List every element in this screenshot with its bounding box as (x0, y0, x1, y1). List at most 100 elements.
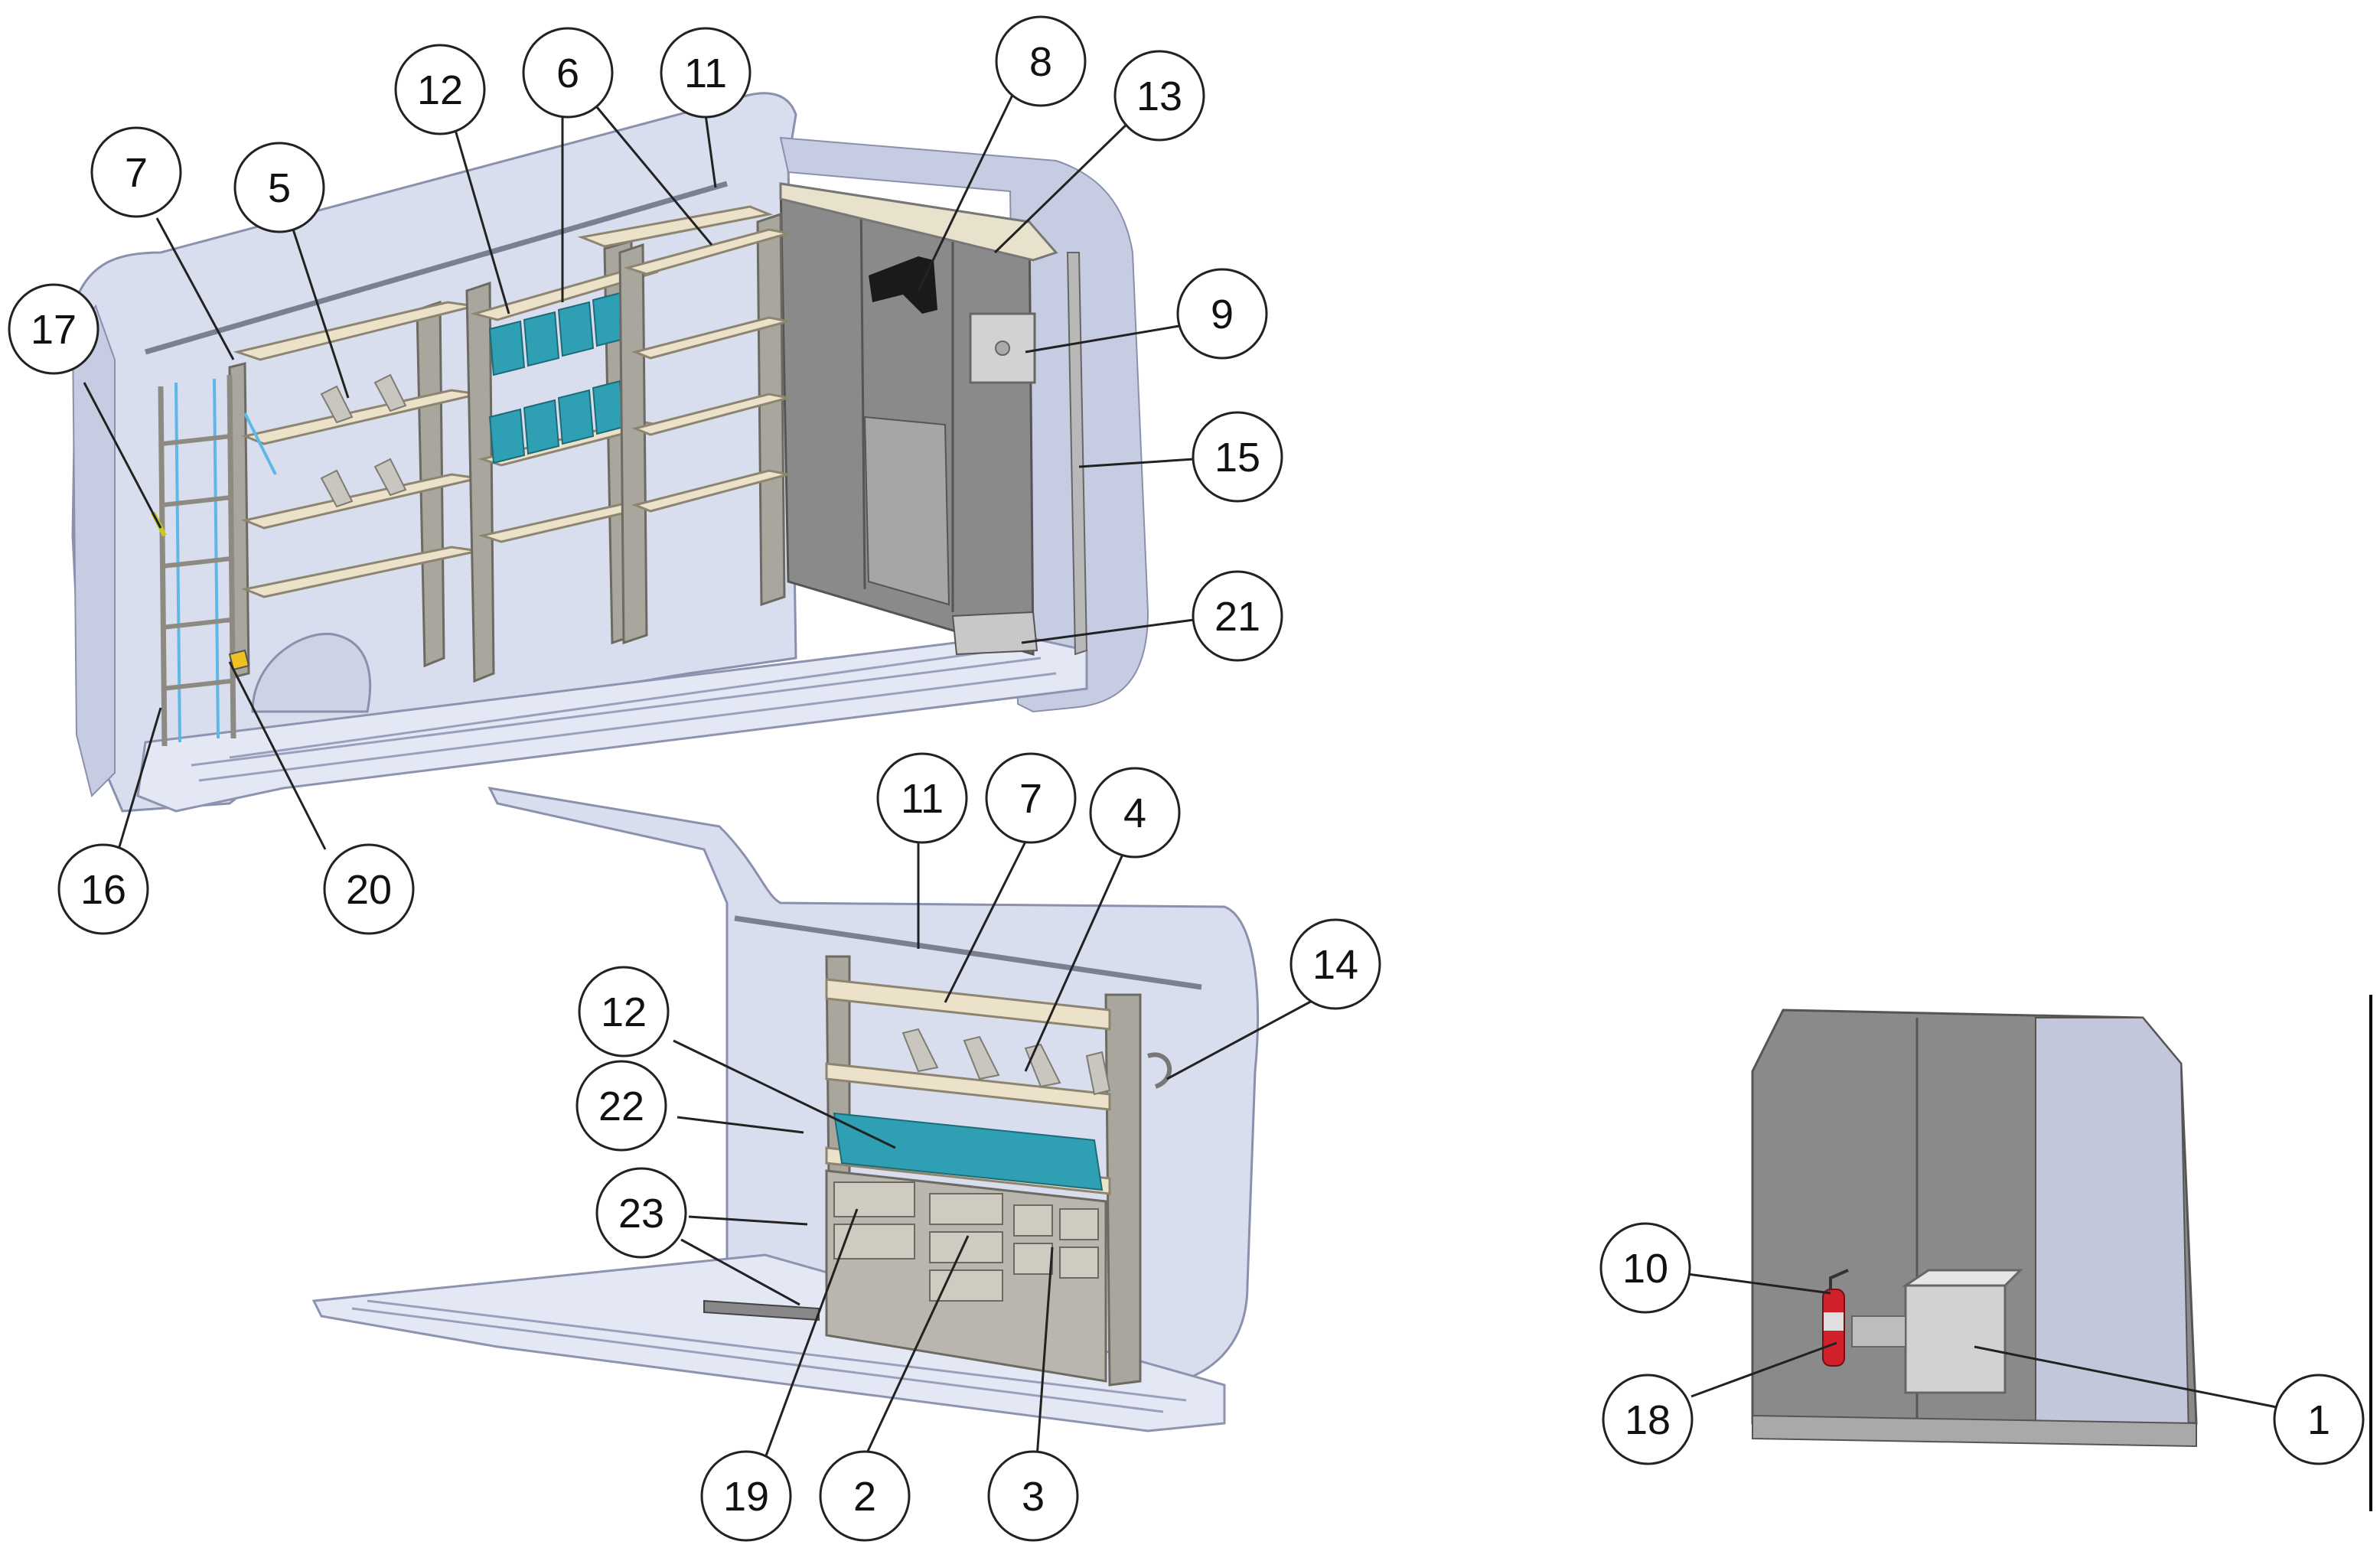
callout-leaders (83, 91, 2281, 1458)
callout-circle (90, 126, 182, 218)
van-c-pillar (71, 304, 116, 797)
callout-5: 5 (233, 142, 325, 233)
callout-7: 7 (90, 126, 182, 218)
callout-circle (1089, 767, 1181, 859)
callout-number: 11 (684, 51, 727, 96)
callout-circle (323, 843, 415, 935)
ladder-rack (151, 374, 277, 747)
shelf-dividers-passenger (901, 1028, 1111, 1096)
callout-number: 18 (1625, 1397, 1671, 1443)
callout-19: 19 (700, 1450, 792, 1542)
callout-15: 15 (1192, 411, 1283, 503)
callout-circle (8, 283, 99, 375)
callout-circle (575, 1060, 667, 1152)
callout-13: 13 (1113, 50, 1205, 142)
rear-storage-box-lid (1902, 1269, 2023, 1287)
shelf-board (623, 228, 789, 275)
shelving-upright (1104, 993, 1142, 1387)
rear-floor-trim (1752, 1414, 2197, 1448)
callout-number: 23 (618, 1191, 664, 1237)
callout-circle (1599, 1222, 1691, 1314)
van-rear-door-frame (779, 136, 1149, 713)
callout-6: 6 (522, 27, 614, 119)
callout-circle (394, 44, 486, 135)
callout-number: 12 (417, 67, 463, 113)
shelf-board (631, 469, 789, 513)
callout-circle (995, 15, 1087, 107)
callout-number: 15 (1214, 435, 1260, 481)
callout-12: 12 (578, 966, 670, 1058)
rear-storage-box (1904, 1284, 2007, 1394)
callout-14: 14 (1289, 918, 1381, 1010)
callout-22: 22 (575, 1060, 667, 1152)
parts-bin (833, 1112, 1104, 1191)
callout-circle (1192, 411, 1283, 503)
floor-ribs (191, 645, 1057, 782)
callout-10: 10 (1599, 1222, 1691, 1314)
callout-12: 12 (394, 44, 486, 135)
wheel-well (251, 633, 372, 713)
callout-circle (57, 843, 149, 935)
callout-number: 5 (268, 165, 291, 211)
shelf-board (825, 1062, 1111, 1111)
callout-circle (1289, 918, 1381, 1010)
parts-bin (488, 408, 526, 464)
callout-number: 3 (1022, 1474, 1045, 1520)
callout-20: 20 (323, 843, 415, 935)
callout-number: 16 (80, 867, 126, 913)
callout-circle (1192, 570, 1283, 662)
callout-circle (985, 752, 1077, 844)
shelving-unit-right (577, 205, 789, 645)
upper-wall-rail (145, 181, 728, 355)
parts-bin (592, 292, 625, 347)
shelving-upright (756, 212, 786, 607)
shelf-dividers (320, 373, 407, 508)
callout-number: 20 (346, 867, 392, 913)
parts-bin (557, 301, 595, 357)
callout-number: 10 (1622, 1246, 1668, 1292)
parts-bins-passenger (833, 1112, 1104, 1191)
floor-track (703, 1299, 820, 1321)
parts-bins-lower (488, 380, 625, 464)
callout-circle (233, 142, 325, 233)
shelving-upright (618, 243, 648, 645)
callout-circle (700, 1450, 792, 1542)
rear-bulkhead-side-panel (2035, 1017, 2190, 1440)
callout-21: 21 (1192, 570, 1283, 662)
parts-bin (557, 389, 595, 445)
view-passenger-side (311, 787, 1260, 1432)
callout-23: 23 (595, 1167, 687, 1259)
callout-circle (578, 966, 670, 1058)
shelf-board-top (577, 205, 774, 248)
callout-circle (876, 752, 968, 844)
callout-number: 1 (2307, 1397, 2330, 1443)
callout-number: 9 (1211, 292, 1234, 337)
parts-bins-upper (488, 292, 625, 376)
ladder-rungs (161, 434, 232, 691)
rear-storage-bracket (1851, 1315, 1906, 1348)
callout-number: 11 (901, 776, 944, 822)
callout-number: 7 (125, 150, 148, 196)
callout-11: 11 (876, 752, 968, 844)
partition-seam (859, 198, 866, 590)
callout-circle (595, 1167, 687, 1259)
parts-bin (523, 399, 560, 455)
callout-circle (1113, 50, 1205, 142)
callout-circle (987, 1450, 1079, 1542)
view-driver-side (71, 92, 1149, 813)
callout-circle (819, 1450, 911, 1542)
callout-number: 17 (31, 307, 77, 353)
callout-4: 4 (1089, 767, 1181, 859)
callout-9: 9 (1176, 268, 1268, 360)
callout-3: 3 (987, 1450, 1079, 1542)
partition-floor-plate (951, 611, 1038, 656)
callout-number: 14 (1312, 942, 1358, 988)
wall-mounted-box-knob (995, 341, 1010, 356)
parts-bin (523, 311, 560, 367)
ladder-blue-strap (243, 412, 277, 475)
callout-circle (522, 27, 614, 119)
callout-number: 6 (556, 51, 579, 96)
parts-bin (488, 320, 526, 376)
